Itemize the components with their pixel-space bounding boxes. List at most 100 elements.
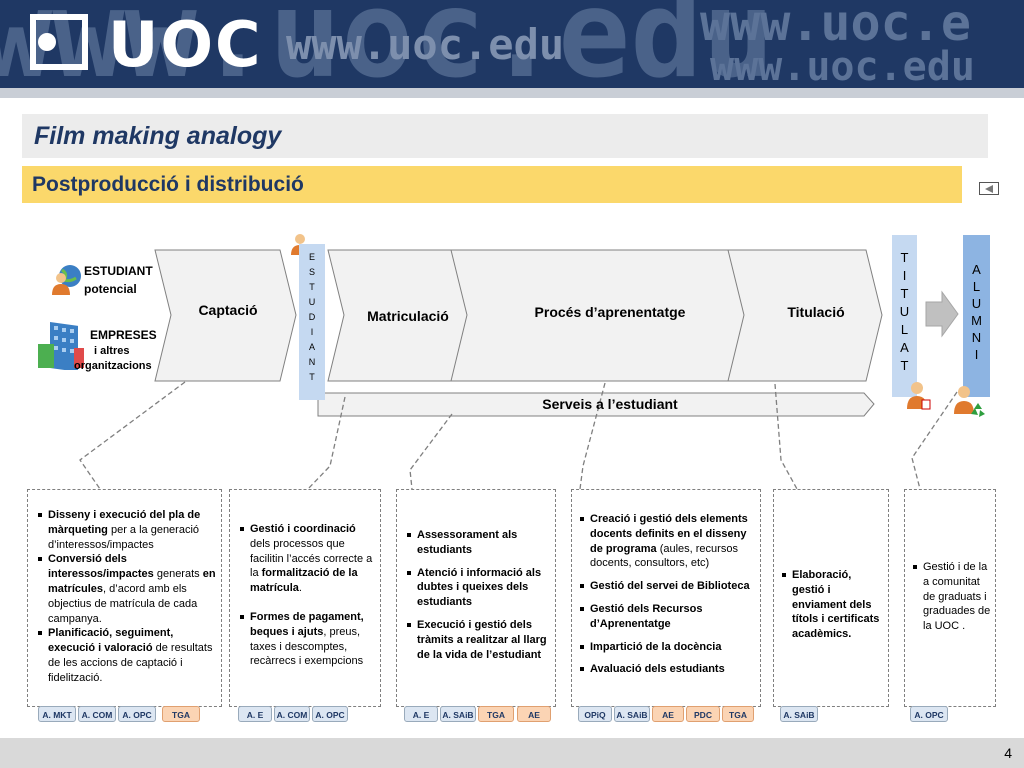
label-potencial: potencial [84, 282, 137, 296]
letter: A [972, 262, 981, 277]
letter: T [309, 282, 315, 292]
letter: T [900, 286, 909, 301]
description-box-titulacio: Elaboració, gestió i enviament dels títo… [773, 489, 889, 707]
recycle-icon [971, 403, 985, 417]
graduate-person-icon [907, 382, 931, 410]
tag-a-e: A. E [404, 706, 438, 722]
title-bar: Film making analogy [22, 114, 988, 158]
vertical-label-alumni: A L U M N I [963, 235, 990, 397]
tag-a-com: A. COM [78, 706, 116, 722]
list-item: Execució i gestió dels tràmits a realitz… [407, 618, 549, 662]
connector-3 [409, 413, 453, 490]
description-box-matriculacio: Gestió i coordinació dels processos que … [229, 489, 381, 707]
letter: S [308, 267, 315, 277]
tag-a-com: A. COM [274, 706, 310, 722]
logo-square-icon [30, 14, 88, 70]
tag-tga: TGA [478, 706, 514, 722]
letter: T [900, 250, 909, 265]
description-box-alumni: Gestió i de la a comunitat de graduats i… [904, 489, 996, 707]
letter: U [308, 297, 316, 307]
letter: U [971, 296, 982, 311]
page-number: 4 [1004, 745, 1012, 761]
stage-serveis: Serveis a l’estudiant [542, 396, 678, 412]
subtitle-bar: Postproducció i distribució [22, 166, 962, 203]
banner-bg-word: www.uoc.edu [0, 0, 775, 88]
banner-stripe [0, 88, 1024, 98]
letter: D [308, 312, 316, 322]
label-estudiant: ESTUDIANT [84, 264, 153, 278]
letter: I [902, 268, 907, 283]
letter: N [971, 330, 982, 345]
stage-captacio: Captació [198, 302, 258, 318]
tag-a-saib: A. SAiB [614, 706, 650, 722]
vertical-label-titulat: T I T U L A T [892, 235, 917, 397]
letter: M [971, 313, 982, 328]
tag-opiq: OPiQ [578, 706, 612, 722]
connector-1 [79, 381, 186, 490]
letter: T [900, 358, 909, 373]
stage-proces: Procés d’aprenentatge [534, 304, 686, 320]
letter: A [308, 342, 315, 352]
description-box-proces: Creació i gestió dels elements docents d… [571, 489, 761, 707]
letter: A [900, 340, 909, 355]
connector-2 [307, 396, 346, 490]
footer-bar: 4 [0, 738, 1024, 768]
description-box-serveis: Assessorament als estudiants Atenció i i… [396, 489, 556, 707]
page-subtitle: Postproducció i distribució [32, 173, 304, 196]
header-banner: www.uoc.edu www.uoc.e www.uoc.edu UOC ww… [0, 0, 1024, 88]
letter: U [899, 304, 910, 319]
list-item: Formes de pagament, beques i ajuts, preu… [240, 610, 376, 669]
list-item: Creació i gestió dels elements docents d… [580, 512, 756, 571]
letter: I [310, 327, 314, 337]
list-item: Elaboració, gestió i enviament dels títo… [782, 568, 884, 642]
banner-bg-url: www.uoc.e [700, 0, 971, 52]
label-altres: i altres [94, 345, 130, 357]
letter: I [974, 347, 979, 362]
letter: T [309, 372, 315, 382]
chevron-captacio [154, 249, 297, 382]
letter: E [308, 252, 315, 262]
arrow-serveis [317, 392, 875, 417]
tag-a-e: A. E [238, 706, 272, 722]
alumni-person-icon [954, 386, 974, 414]
tag-a-saib: A. SAiB [780, 706, 818, 722]
connector-4 [579, 382, 606, 490]
back-icon[interactable] [979, 182, 999, 195]
logo-text: UOC [108, 8, 263, 81]
list-item: Disseny i execució del pla de màrqueting… [38, 508, 217, 552]
letter: L [972, 279, 981, 294]
tag-a-opc: A. OPC [312, 706, 348, 722]
stage-titulacio: Titulació [787, 304, 845, 320]
list-item: Avaluació dels estudiants [580, 662, 756, 677]
chevron-titulacio [727, 249, 883, 382]
tag-a-mkt: A. MKT [38, 706, 76, 722]
label-organitzacions: organitzacions [74, 360, 152, 372]
list-item: Impartició de la docència [580, 640, 756, 655]
logo-url: www.uoc.edu [286, 20, 565, 69]
list-item: Conversió dels interessos/impactes gener… [38, 552, 217, 626]
tag-pdc: PDC [686, 706, 720, 722]
buildings-icon [38, 321, 84, 370]
description-box-captacio: Disseny i execució del pla de màrqueting… [27, 489, 222, 707]
tag-a-opc: A. OPC [118, 706, 156, 722]
tag-tga: TGA [722, 706, 754, 722]
list-item: Assessorament als estudiants [407, 528, 549, 558]
list-item: Gestió dels Recursos d’Aprenentatge [580, 602, 756, 632]
list-item: Atenció i informació als dubtes i queixe… [407, 566, 549, 610]
globe-person-icon [52, 265, 81, 295]
tag-a-opc: A. OPC [910, 706, 948, 722]
tag-tga: TGA [162, 706, 200, 722]
banner-bg-url-2: www.uoc.edu [710, 44, 975, 88]
tag-ae: AE [517, 706, 551, 722]
list-item: Gestió i de la a comunitat de graduats i… [913, 560, 991, 634]
page-title: Film making analogy [34, 122, 282, 150]
list-item: Gestió i coordinació dels processos que … [240, 522, 376, 596]
label-empreses: EMPRESES [90, 328, 157, 342]
stage-matriculacio: Matriculació [367, 308, 449, 324]
connector-6 [911, 391, 958, 490]
arrow-right-icon [925, 290, 959, 338]
tag-a-saib: A. SAiB [440, 706, 476, 722]
list-item: Gestió del servei de Biblioteca [580, 579, 756, 594]
logo-dot-icon [38, 33, 56, 51]
